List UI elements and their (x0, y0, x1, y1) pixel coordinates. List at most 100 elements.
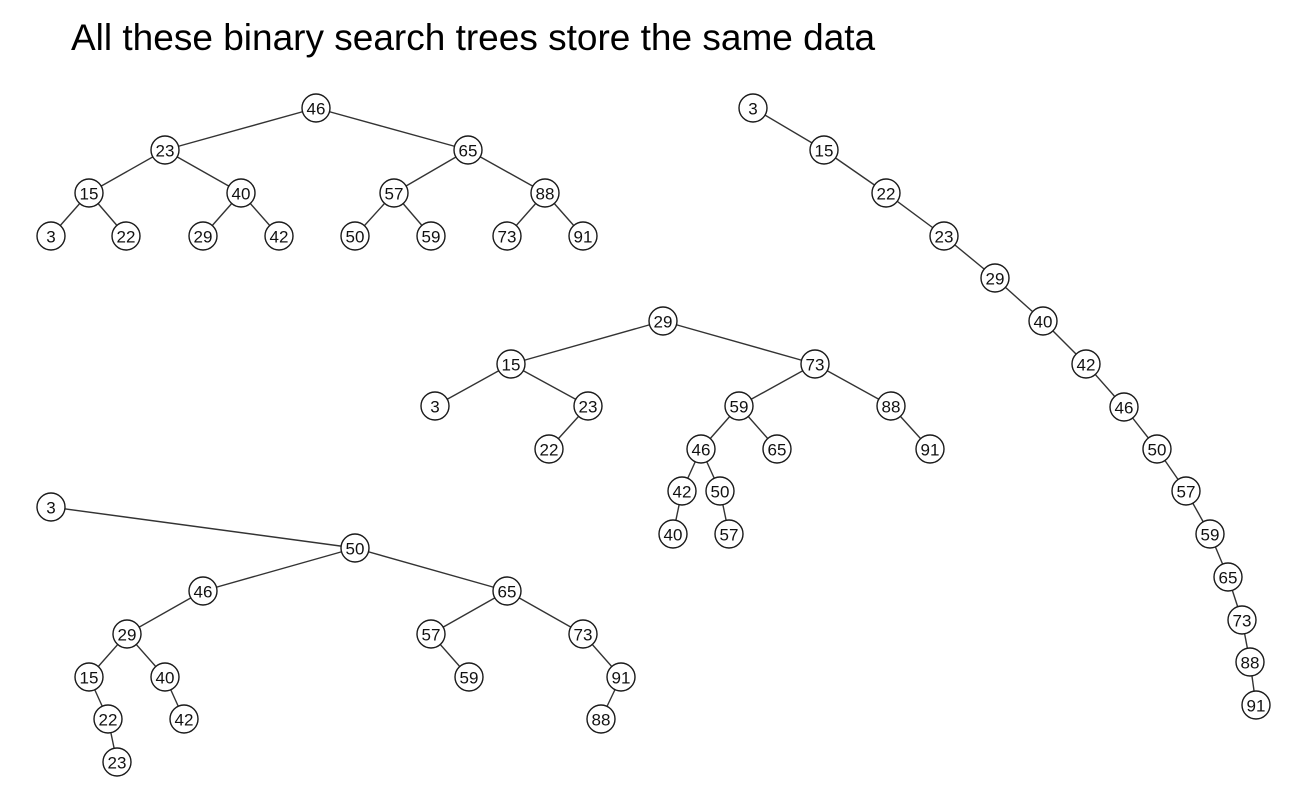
tree-node-57: 57 (1171, 476, 1201, 506)
tree-node-57: 57 (379, 178, 409, 208)
node-label: 59 (730, 398, 749, 417)
node-circle (738, 93, 768, 123)
node-circle (102, 747, 132, 777)
node-label: 3 (46, 228, 55, 247)
tree-node-15: 15 (74, 662, 104, 692)
node-label: 73 (498, 228, 517, 247)
tree-node-59: 59 (724, 391, 754, 421)
node-label: 50 (346, 228, 365, 247)
node-label: 22 (877, 185, 896, 204)
tree-node-88: 88 (586, 704, 616, 734)
node-circle (1195, 519, 1225, 549)
node-label: 65 (498, 583, 517, 602)
tree-node-42: 42 (169, 704, 199, 734)
node-label: 22 (117, 228, 136, 247)
tree-node-15: 15 (809, 135, 839, 165)
node-label: 29 (118, 626, 137, 645)
node-label: 65 (768, 441, 787, 460)
node-label: 46 (1115, 399, 1134, 418)
node-label: 40 (156, 669, 175, 688)
tree-edge (164, 107, 317, 151)
node-label: 50 (346, 540, 365, 559)
node-label: 15 (502, 356, 521, 375)
tree-node-40: 40 (1028, 306, 1058, 336)
tree-edge (510, 320, 664, 365)
node-circle (658, 519, 688, 549)
tree-node-59: 59 (1195, 519, 1225, 549)
tree-node-88: 88 (1235, 647, 1265, 677)
node-label: 42 (270, 228, 289, 247)
node-circle (648, 306, 678, 336)
node-label: 15 (80, 185, 99, 204)
node-circle (568, 221, 598, 251)
tree-node-73: 73 (492, 221, 522, 251)
node-label: 91 (921, 441, 940, 460)
tree-edge (354, 547, 508, 592)
node-label: 59 (1201, 526, 1220, 545)
tree-edge (50, 506, 356, 549)
tree-node-50: 50 (705, 476, 735, 506)
node-circle (36, 492, 66, 522)
node-circle (379, 178, 409, 208)
node-label: 88 (1241, 654, 1260, 673)
node-label: 29 (194, 228, 213, 247)
tree-node-15: 15 (496, 349, 526, 379)
node-label: 23 (579, 398, 598, 417)
node-circle (420, 391, 450, 421)
node-label: 3 (748, 100, 757, 119)
node-circle (188, 221, 218, 251)
node-circle (453, 135, 483, 165)
node-circle (1171, 476, 1201, 506)
tree-node-46: 46 (301, 93, 331, 123)
node-label: 15 (80, 669, 99, 688)
node-label: 22 (540, 441, 559, 460)
tree-node-50: 50 (340, 533, 370, 563)
tree-node-42: 42 (667, 476, 697, 506)
node-label: 3 (46, 499, 55, 518)
tree-node-23: 23 (573, 391, 603, 421)
node-circle (667, 476, 697, 506)
node-label: 57 (1177, 483, 1196, 502)
node-circle (530, 178, 560, 208)
node-circle (492, 576, 522, 606)
node-circle (1235, 647, 1265, 677)
node-label: 65 (1219, 569, 1238, 588)
tree-node-59: 59 (454, 662, 484, 692)
tree-node-65: 65 (492, 576, 522, 606)
node-label: 57 (385, 185, 404, 204)
node-label: 40 (1034, 313, 1053, 332)
node-circle (492, 221, 522, 251)
tree-node-22: 22 (871, 178, 901, 208)
node-circle (188, 576, 218, 606)
tree-node-22: 22 (111, 221, 141, 251)
node-label: 50 (1148, 441, 1167, 460)
tree-node-29: 29 (112, 619, 142, 649)
node-label: 73 (574, 626, 593, 645)
tree-edge (662, 320, 816, 365)
node-label: 46 (692, 441, 711, 460)
node-circle (496, 349, 526, 379)
node-label: 88 (882, 398, 901, 417)
node-circle (1241, 690, 1271, 720)
node-circle (573, 391, 603, 421)
tree-node-40: 40 (658, 519, 688, 549)
node-circle (226, 178, 256, 208)
node-circle (586, 704, 616, 734)
tree-node-91: 91 (606, 662, 636, 692)
tree-node-46: 46 (1109, 392, 1139, 422)
node-label: 73 (1233, 612, 1252, 631)
node-circle (915, 434, 945, 464)
node-circle (929, 221, 959, 251)
node-circle (724, 391, 754, 421)
tree-node-73: 73 (800, 349, 830, 379)
node-circle (264, 221, 294, 251)
node-circle (454, 662, 484, 692)
node-label: 57 (720, 526, 739, 545)
node-circle (762, 434, 792, 464)
degenerate-chain-tree-edges (752, 107, 1257, 706)
tree-edge (315, 107, 469, 151)
node-circle (169, 704, 199, 734)
tree-node-73: 73 (568, 619, 598, 649)
node-label: 88 (536, 185, 555, 204)
